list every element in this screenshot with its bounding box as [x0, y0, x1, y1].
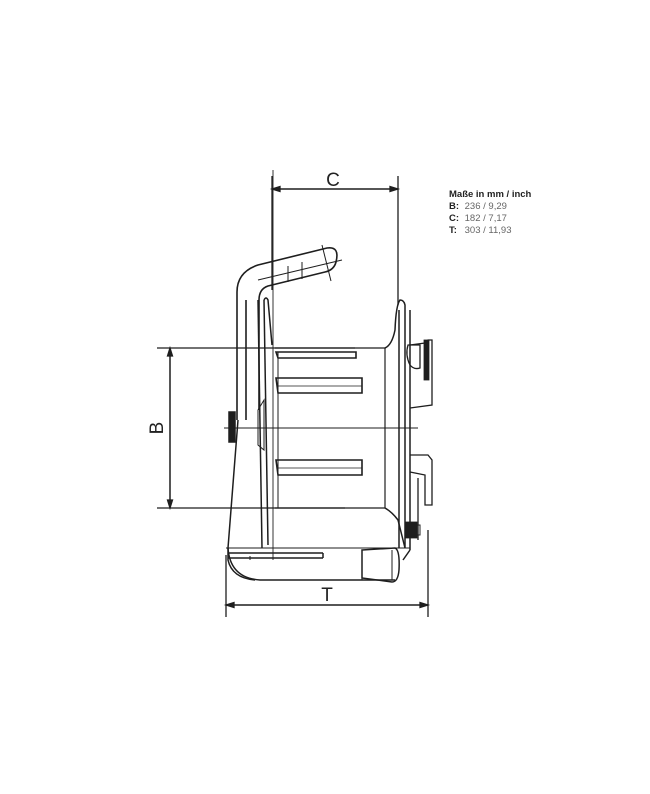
legend-key: B: [449, 201, 460, 212]
legend-row-c: C: 182 / 7,17 [449, 213, 531, 225]
socket-housing [404, 339, 433, 540]
dimension-c [269, 176, 401, 305]
legend-value: 236 / 9,29 [464, 201, 507, 212]
dimension-label-b: B [147, 422, 168, 435]
reel-drum [274, 347, 386, 509]
dimension-label-t: T [321, 585, 333, 606]
dimension-t [223, 530, 431, 617]
reel-base [227, 547, 400, 583]
legend-title: Maße in mm / inch [449, 189, 532, 200]
legend-row-t: T: 303 / 11,93 [449, 225, 531, 237]
legend-value: 303 / 11,93 [464, 225, 512, 236]
dimension-label-c: C [326, 170, 340, 191]
carry-handle [236, 244, 343, 420]
legend-key: T: [449, 225, 457, 236]
dimensions-legend: Maße in mm / inch B: 236 / 9,29 C: 182 /… [449, 189, 531, 237]
reel-flange [384, 299, 411, 561]
legend-value: 182 / 7,17 [464, 213, 507, 224]
legend-row-b: B: 236 / 9,29 [449, 201, 531, 213]
reel-frame [227, 297, 395, 581]
legend-key: C: [449, 213, 460, 224]
